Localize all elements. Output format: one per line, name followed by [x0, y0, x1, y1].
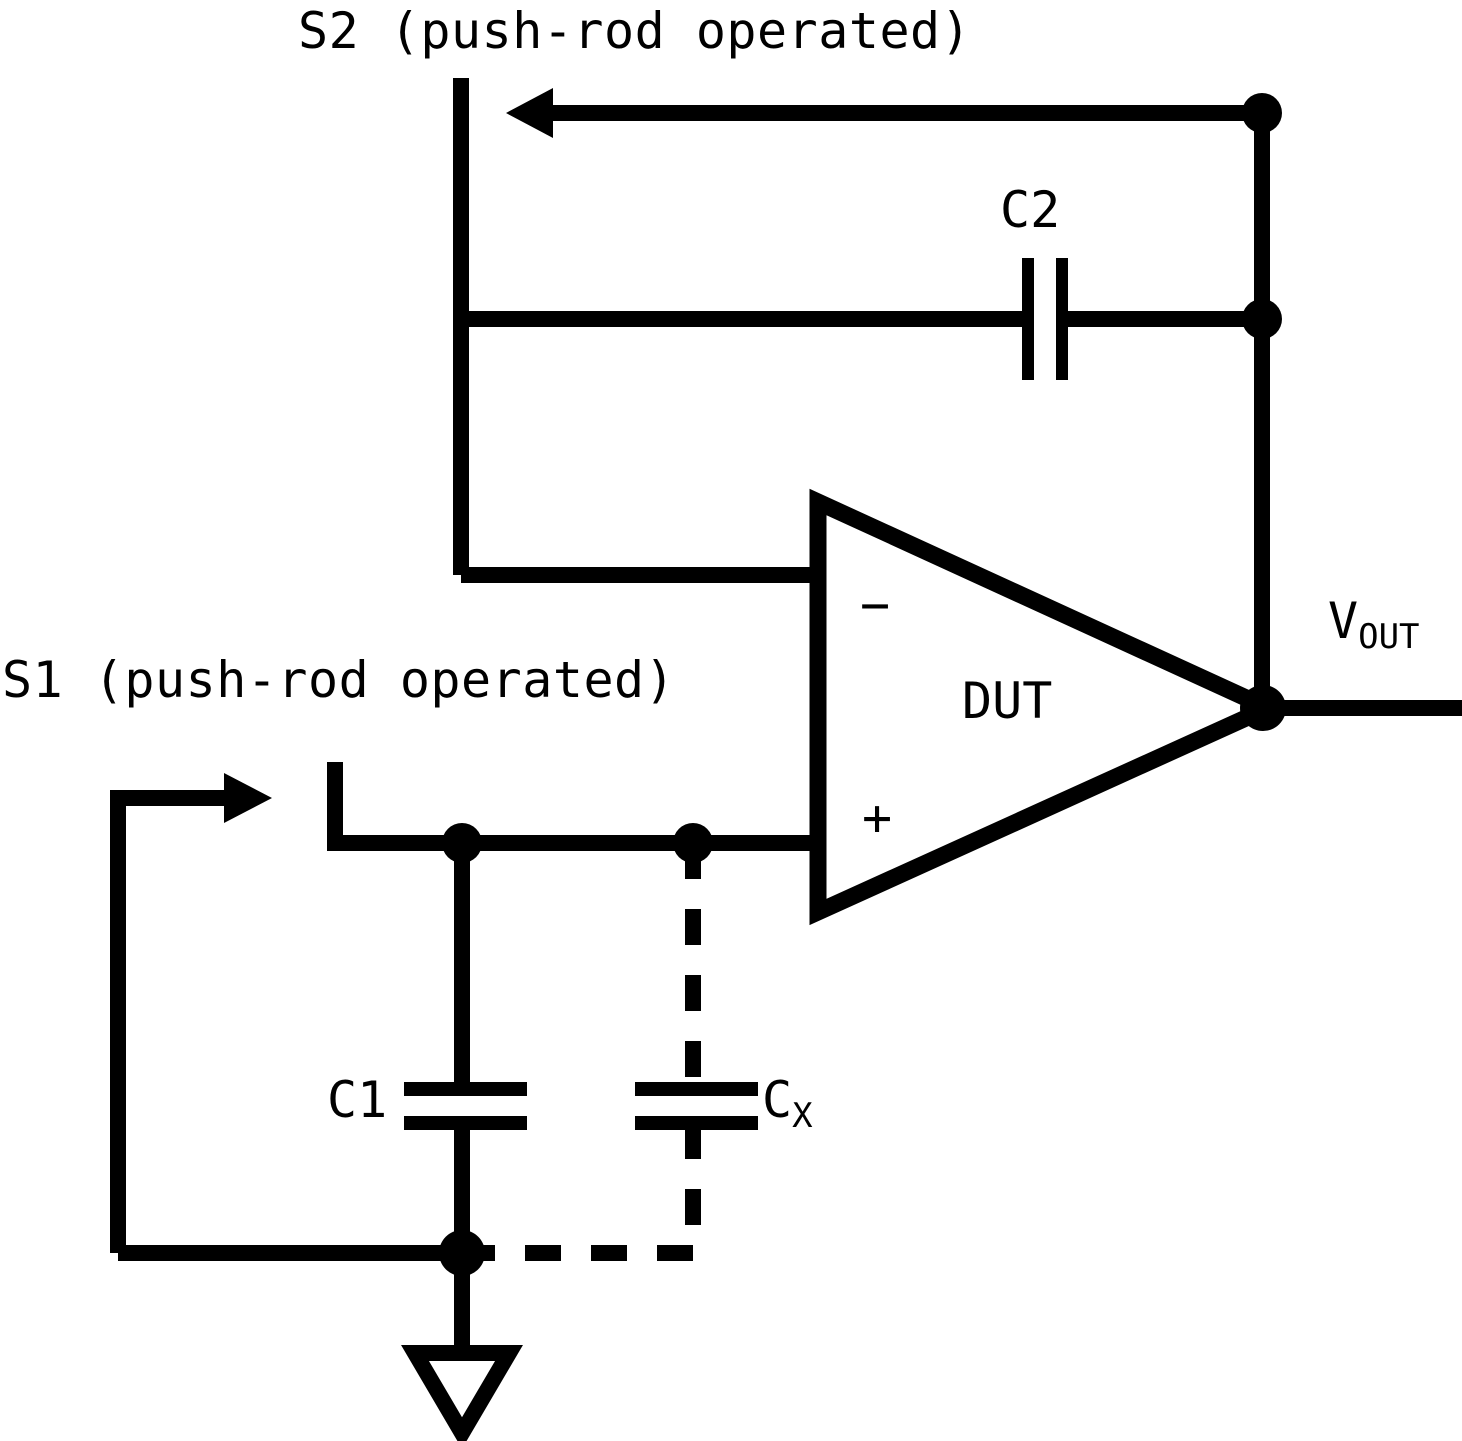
- s1-moving-contact-wire: [110, 790, 228, 1253]
- capacitor-cx-label: CX: [762, 1075, 813, 1133]
- capacitor-cx-label-base: C: [762, 1071, 793, 1129]
- noninverting-input-label: +: [862, 789, 893, 847]
- s1-arrow-icon: [224, 773, 272, 823]
- s2-arrow-icon: [506, 88, 553, 138]
- vout-label-base: V: [1328, 592, 1359, 650]
- vout-label: VOUT: [1328, 596, 1420, 654]
- ground-icon: [401, 1345, 523, 1441]
- dut-label: DUT: [962, 672, 1053, 730]
- switch-s2-label: S2 (push-rod operated): [298, 2, 972, 60]
- capacitor-c2-label: C2: [1000, 181, 1061, 239]
- capacitor-cx-label-subscript: X: [792, 1096, 813, 1136]
- s1-fixed-contact: [327, 762, 462, 851]
- capacitor-c1-label: C1: [327, 1071, 388, 1129]
- dut-opamp-triangle: [809, 488, 1289, 926]
- vout-label-subscript: OUT: [1358, 617, 1420, 657]
- inverting-input-label: −: [860, 576, 891, 634]
- switch-s1-label: S1 (push-rod operated): [2, 651, 676, 709]
